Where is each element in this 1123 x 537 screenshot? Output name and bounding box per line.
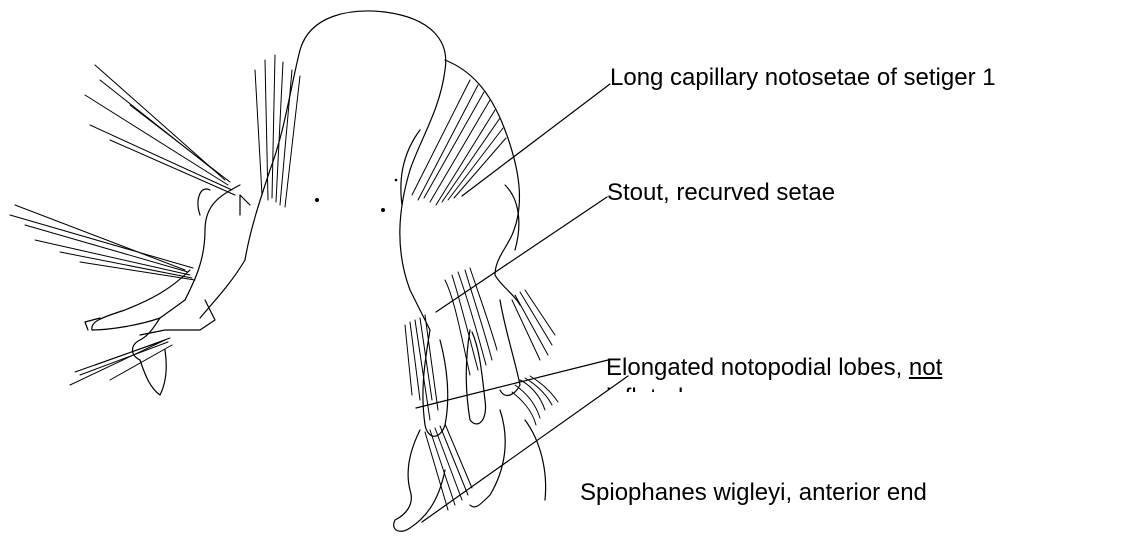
ventral-lobe-1	[394, 430, 445, 531]
ventral-lobe-3	[525, 420, 546, 500]
ventral-setae	[425, 424, 472, 510]
notopodial-lobe-2	[466, 330, 485, 424]
label-recurved-setae: Stout, recurved setae	[607, 181, 835, 205]
label-notosetae: Long capillary notosetae of setiger 1	[610, 66, 996, 90]
peristomium-lower	[505, 185, 519, 250]
left-lower-setae	[10, 205, 195, 280]
notopodial-setae	[405, 290, 555, 420]
left-lobe-1	[185, 185, 240, 300]
label-notopodial-lobes-hidden: inflated	[606, 386, 683, 392]
left-branch-1	[92, 270, 190, 330]
ventral-lobe-2	[470, 410, 505, 507]
caption: Spiophanes wigleyi, anterior end	[580, 481, 927, 505]
left-far-setae	[85, 65, 235, 195]
recurved-setae	[445, 268, 497, 375]
eye-small	[395, 179, 398, 182]
notopodial-lobe-1	[423, 330, 448, 436]
body-left-contour	[200, 260, 245, 318]
notosetae-bundle	[412, 80, 506, 205]
label-not-underlined: not	[909, 356, 942, 381]
notopodial-lobe-3	[500, 300, 520, 395]
leader-lobes-1	[416, 360, 608, 408]
left-bottom-setae	[70, 338, 172, 385]
eye-left	[315, 198, 319, 202]
leader-notosetae	[462, 84, 610, 196]
ventral-hooks	[512, 376, 558, 425]
eye-right	[381, 208, 385, 212]
label-notopodial-lobes: Elongated notopodial lobes, not inflated	[606, 356, 1066, 392]
left-lobe-3	[240, 195, 250, 215]
peristomium-right	[445, 60, 520, 305]
label-notopodial-lobes-text: Elongated notopodial lobes,	[606, 356, 909, 381]
left-lobe-bottom	[140, 350, 166, 395]
